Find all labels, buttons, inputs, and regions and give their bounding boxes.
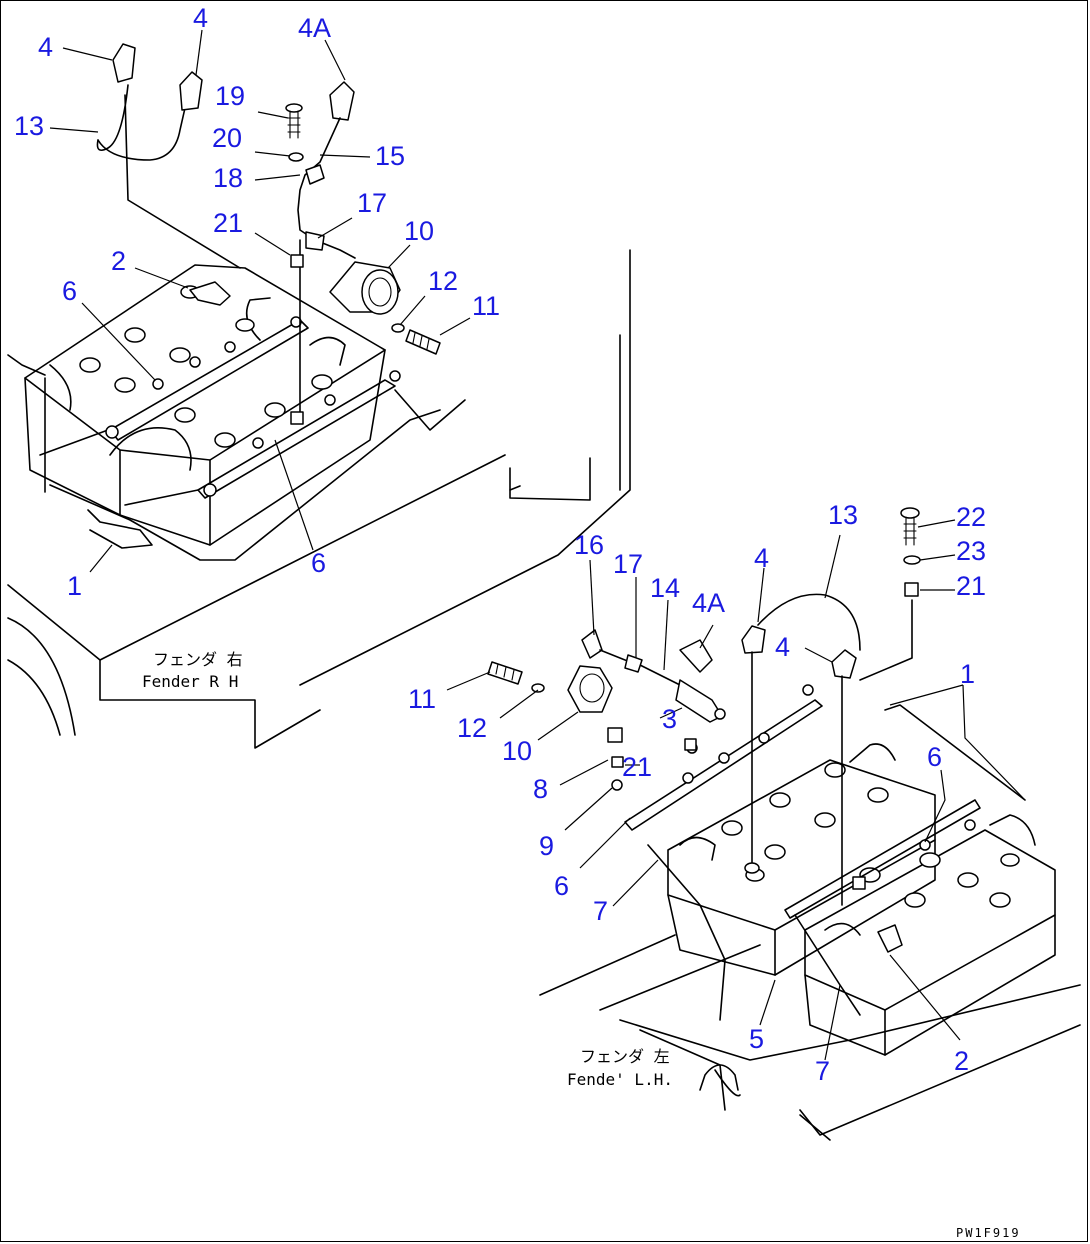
callout-4: 4 (775, 632, 790, 662)
callout-23: 23 (956, 536, 986, 566)
callout-13: 13 (828, 500, 858, 530)
bolt-22-washer-23-nut-21 (859, 507, 921, 681)
callout-9: 9 (539, 831, 554, 861)
callout-6: 6 (554, 871, 569, 901)
callout-2: 2 (954, 1046, 969, 1076)
callout-17: 17 (357, 188, 387, 218)
callout-7: 7 (815, 1056, 830, 1086)
callout-3: 3 (662, 704, 677, 734)
callout-18: 18 (213, 163, 243, 193)
battery-lh-front (667, 743, 936, 976)
callout-17: 17 (613, 549, 643, 579)
callout-10: 10 (502, 736, 532, 766)
callout-21: 21 (956, 571, 986, 601)
callout-2: 2 (111, 246, 126, 276)
cable-14-relay-lh (487, 629, 726, 791)
callout-6: 6 (311, 548, 326, 578)
callout-21: 21 (622, 752, 652, 782)
callout-8: 8 (533, 774, 548, 804)
callout-6: 6 (62, 276, 77, 306)
leader-lines (49, 29, 1026, 1061)
callout-1: 1 (67, 571, 82, 601)
callout-11: 11 (408, 684, 436, 714)
callout-20: 20 (212, 123, 242, 153)
callout-12: 12 (457, 713, 487, 743)
callout-15: 15 (375, 141, 405, 171)
callout-6: 6 (927, 742, 942, 772)
callout-4A: 4A (298, 13, 331, 43)
callout-19: 19 (215, 81, 245, 111)
callout-4: 4 (754, 543, 769, 573)
fender-captions: フェンダ 右 Fender R H フェンダ 左 Fende' L.H. (142, 650, 673, 1089)
callout-4: 4 (193, 3, 208, 33)
callout-21: 21 (213, 208, 243, 238)
fender-rh-outline (7, 249, 631, 749)
battery-lh-rear (804, 704, 1056, 1056)
fender-rh-caption-en: Fender R H (142, 672, 238, 691)
callout-14: 14 (650, 573, 680, 603)
bolt-19-washer-20 (285, 103, 304, 162)
callout-4: 4 (38, 32, 53, 62)
callout-5: 5 (749, 1024, 764, 1054)
callout-10: 10 (404, 216, 434, 246)
cable-15-rh (290, 81, 356, 425)
cable-13-lh (741, 593, 861, 906)
battery-relay-10-rh (329, 261, 441, 355)
fender-rh-caption-jp: フェンダ 右 (153, 650, 243, 669)
cable-13-rh (96, 43, 241, 269)
callout-13: 13 (14, 111, 44, 141)
callout-11: 11 (472, 291, 500, 321)
callout-labels: 4 4 4A 13 19 20 15 18 17 21 10 2 12 6 11… (14, 3, 986, 1086)
fender-lh-caption-en: Fende' L.H. (567, 1070, 673, 1089)
fender-lh-caption-jp: フェンダ 左 (580, 1047, 670, 1066)
callout-7: 7 (593, 896, 608, 926)
hold-down-bars-lh (624, 684, 981, 1021)
drawing-code: PW1F919 (956, 1226, 1021, 1240)
fender-lh-outline (539, 934, 1081, 1141)
battery-rh (7, 264, 466, 561)
callout-4A: 4A (692, 588, 725, 618)
callout-16: 16 (574, 530, 604, 560)
callout-22: 22 (956, 502, 986, 532)
callout-12: 12 (428, 266, 458, 296)
callout-1: 1 (960, 659, 975, 689)
